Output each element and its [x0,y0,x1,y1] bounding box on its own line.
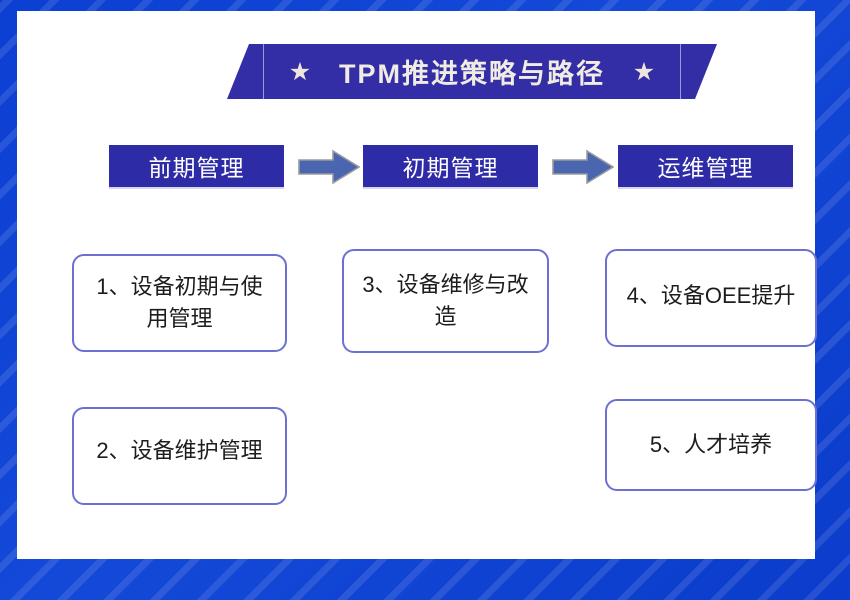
card-label: 2、设备维护管理 [96,438,263,463]
arrow-right-icon-2 [552,149,614,185]
card-item-5[interactable]: 5、人才培养 [605,399,817,491]
banner-divider-left [263,44,264,99]
star-icon-right: ★ [632,57,656,86]
banner-divider-right [680,44,681,99]
card-item-3[interactable]: 3、设备维修与改造 [342,249,549,353]
card-label: 3、设备维修与改造 [362,272,529,329]
card-label: 4、设备OEE提升 [626,283,796,308]
arrow-right-icon-1 [298,149,360,185]
stage-header-yunwei[interactable]: 运维管理 [618,145,793,187]
card-item-4[interactable]: 4、设备OEE提升 [605,249,817,347]
stage-header-chuqi[interactable]: 初期管理 [363,145,538,187]
card-item-1[interactable]: 1、设备初期与使用管理 [72,254,287,352]
slide-canvas: ★ TPM推进策略与路径 ★ 前期管理 初期管理 运维管理 1、设备初期与使用管… [17,11,817,559]
page-title: TPM推进策略与路径 [339,59,605,89]
card-label: 5、人才培养 [649,432,773,458]
card-item-2[interactable]: 2、设备维护管理 [72,407,287,505]
card-label: 1、设备初期与使用管理 [96,274,263,331]
star-icon-left: ★ [288,57,312,86]
title-banner: ★ TPM推进策略与路径 ★ [227,44,717,99]
stage-header-qianqi[interactable]: 前期管理 [109,145,284,187]
